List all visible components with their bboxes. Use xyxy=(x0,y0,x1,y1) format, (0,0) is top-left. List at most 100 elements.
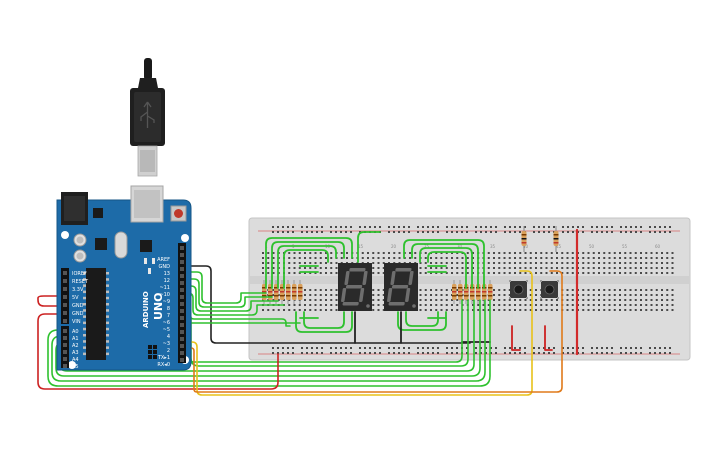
wire-red[interactable] xyxy=(544,325,553,351)
header-pin[interactable] xyxy=(63,336,67,340)
header-pin[interactable] xyxy=(63,364,67,368)
header-pin[interactable] xyxy=(63,271,67,275)
wire-green[interactable] xyxy=(419,247,473,289)
chip-pin xyxy=(83,352,86,356)
header-pin[interactable] xyxy=(180,253,184,257)
bb-hole xyxy=(388,257,390,259)
bb-hole xyxy=(272,272,275,274)
bb-hole xyxy=(629,272,632,274)
wire-green[interactable] xyxy=(265,237,353,289)
bb-hole xyxy=(533,226,535,228)
bb-hole xyxy=(535,257,537,259)
breadboard-body[interactable] xyxy=(248,217,691,361)
bb-hole xyxy=(379,352,381,354)
wire-green[interactable] xyxy=(51,299,486,382)
reset-button-icon[interactable] xyxy=(170,205,187,222)
bb-hole xyxy=(666,309,669,311)
header-pin[interactable] xyxy=(180,351,184,355)
bb-hole xyxy=(504,352,506,354)
header-pin[interactable] xyxy=(180,267,184,271)
header-pin[interactable] xyxy=(180,274,184,278)
digital-header-pins[interactable] xyxy=(180,246,184,362)
header-pin[interactable] xyxy=(63,311,67,315)
wire-green[interactable] xyxy=(397,311,447,331)
wire-green[interactable] xyxy=(277,245,337,289)
resistor-icon[interactable] xyxy=(553,226,559,252)
header-pin[interactable] xyxy=(180,281,184,285)
header-pin[interactable] xyxy=(180,358,184,362)
header-pin[interactable] xyxy=(180,344,184,348)
header-pin[interactable] xyxy=(180,309,184,313)
wire-red[interactable] xyxy=(37,295,67,307)
wire-green[interactable] xyxy=(427,251,467,289)
wire-green[interactable] xyxy=(181,285,279,312)
arduino-uno-board[interactable]: ARDUINO UNO AREF GND 13 12 ~11 ~10 ~9 8 … xyxy=(56,185,192,371)
header-pin[interactable] xyxy=(180,323,184,327)
pushbutton-icon[interactable] xyxy=(509,280,528,299)
wire-green[interactable] xyxy=(271,241,345,289)
bb-hole xyxy=(435,262,438,264)
bb-hole xyxy=(592,257,595,259)
bb-hole xyxy=(262,272,264,274)
bb-hole xyxy=(456,304,459,306)
resistor-band xyxy=(298,295,303,297)
wire-green[interactable] xyxy=(403,239,485,289)
pushbutton-icon[interactable] xyxy=(540,280,559,299)
power-analog-header-pins[interactable] xyxy=(63,271,67,368)
header-pin[interactable] xyxy=(180,302,184,306)
resistor-icon[interactable] xyxy=(521,226,527,252)
header-pin[interactable] xyxy=(180,260,184,264)
header-pin[interactable] xyxy=(180,295,184,299)
resistor-band xyxy=(452,295,457,297)
wire-green[interactable] xyxy=(411,243,479,289)
wire-green[interactable] xyxy=(405,311,439,327)
bb-hole xyxy=(524,262,527,264)
bb-hole xyxy=(330,272,333,274)
header-pin[interactable] xyxy=(180,330,184,334)
header-pin[interactable] xyxy=(180,288,184,292)
bb-hole xyxy=(430,272,432,274)
bb-hole xyxy=(298,309,301,311)
bb-hole xyxy=(314,294,317,296)
wire-green[interactable] xyxy=(181,271,267,304)
wire-green[interactable] xyxy=(181,292,285,316)
bb-hole xyxy=(629,309,632,311)
bb-hole xyxy=(645,252,648,254)
seven-segment-display-1[interactable] xyxy=(338,263,372,311)
bb-hole xyxy=(566,299,569,301)
wire-yellow[interactable] xyxy=(181,270,533,396)
header-pin[interactable] xyxy=(63,357,67,361)
usb-cable-icon[interactable] xyxy=(130,58,165,177)
wire-green[interactable] xyxy=(303,311,345,329)
header-pin[interactable] xyxy=(63,279,67,283)
header-pin[interactable] xyxy=(63,319,67,323)
breadboard-wires[interactable] xyxy=(265,228,579,356)
bb-hole xyxy=(262,262,264,264)
bb-hole xyxy=(629,304,632,306)
chip-pin xyxy=(106,352,109,356)
wire-green[interactable] xyxy=(295,311,353,333)
header-pin[interactable] xyxy=(180,246,184,250)
seven-segment-display-2[interactable] xyxy=(384,263,418,311)
wire-green[interactable] xyxy=(47,299,491,387)
header-pin[interactable] xyxy=(63,303,67,307)
header-pin[interactable] xyxy=(180,337,184,341)
bb-hole xyxy=(566,257,569,259)
wire-red[interactable] xyxy=(37,313,279,390)
wire-orange[interactable] xyxy=(181,270,563,393)
bb-hole xyxy=(445,267,448,269)
wire-black[interactable] xyxy=(181,265,471,344)
header-pin[interactable] xyxy=(63,343,67,347)
wire-green[interactable] xyxy=(357,231,381,263)
resistor-bank-left[interactable] xyxy=(262,280,303,304)
header-pin[interactable] xyxy=(63,350,67,354)
header-pin[interactable] xyxy=(180,316,184,320)
wire-green[interactable] xyxy=(283,249,329,289)
bb-hole xyxy=(619,257,621,259)
wire-green[interactable] xyxy=(181,278,273,308)
header-pin[interactable] xyxy=(63,287,67,291)
header-pin[interactable] xyxy=(63,295,67,299)
wire-red[interactable] xyxy=(511,325,521,351)
header-pin[interactable] xyxy=(63,329,67,333)
